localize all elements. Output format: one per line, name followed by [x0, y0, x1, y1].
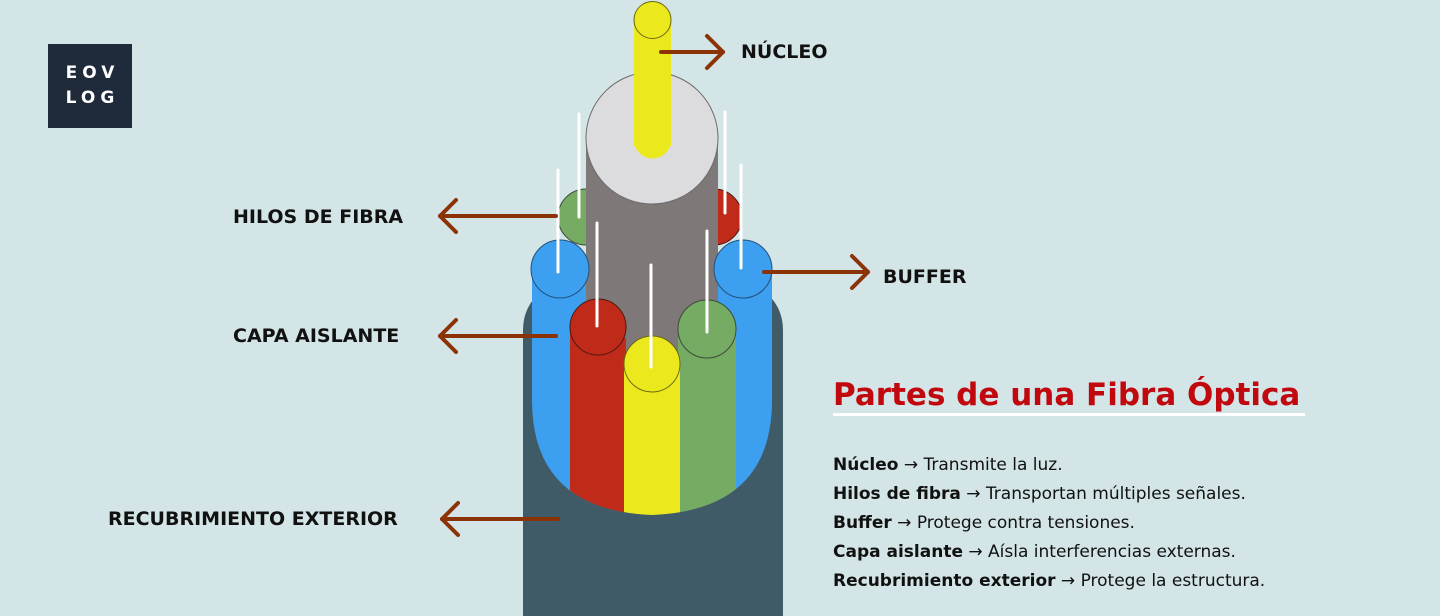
- legend-item: Buffer → Protege contra tensiones.: [833, 509, 1265, 538]
- label-buffer: BUFFER: [883, 266, 967, 288]
- red-strand-front: [570, 327, 626, 515]
- legend-item: Recubrimiento exterior → Protege la estr…: [833, 567, 1265, 596]
- legend-desc: Transmite la luz.: [923, 455, 1063, 475]
- blue-strand-left-top: [530, 239, 590, 299]
- legend-desc: Protege la estructura.: [1080, 571, 1266, 591]
- legend-term: Buffer: [833, 513, 892, 533]
- legend-list: Núcleo → Transmite la luz. Hilos de fibr…: [833, 451, 1265, 596]
- arrow-buffer: [762, 254, 870, 290]
- legend-desc: Transportan múltiples señales.: [985, 484, 1246, 504]
- legend-term: Núcleo: [833, 455, 899, 475]
- arrow-recubrimiento: [440, 501, 560, 537]
- legend-desc: Protege contra tensiones.: [916, 513, 1135, 533]
- legend-item: Hilos de fibra → Transportan múltiples s…: [833, 480, 1265, 509]
- arrow-glyph: →: [966, 484, 981, 504]
- arrow-nucleo: [659, 34, 725, 70]
- eovlog-logo: EOV LOG: [48, 44, 132, 128]
- legend-term: Capa aislante: [833, 542, 963, 562]
- label-recubrimiento-exterior: RECUBRIMIENTO EXTERIOR: [108, 508, 398, 530]
- logo-line-1: EOV: [65, 63, 120, 83]
- arrow-glyph: →: [903, 455, 919, 475]
- arrows: [438, 34, 870, 537]
- core-top: [633, 1, 672, 39]
- arrow-capa: [438, 318, 558, 354]
- green-strand-front: [678, 329, 736, 515]
- label-hilos-de-fibra: HILOS DE FIBRA: [233, 206, 404, 228]
- legend-term: Hilos de fibra: [833, 484, 961, 504]
- blue-strand-right-top: [713, 239, 773, 299]
- title-underline: [833, 413, 1305, 416]
- arrow-hilos: [438, 198, 558, 234]
- core-bottom: [634, 121, 671, 159]
- legend-term: Recubrimiento exterior: [833, 571, 1056, 591]
- arrow-glyph: →: [1060, 571, 1076, 591]
- legend-item: Capa aislante → Aísla interferencias ext…: [833, 538, 1265, 567]
- label-capa-aislante: CAPA AISLANTE: [233, 325, 400, 347]
- legend-item: Núcleo → Transmite la luz.: [833, 451, 1265, 480]
- logo-line-2: LOG: [65, 88, 120, 108]
- legend-title: Partes de una Fibra Óptica: [833, 377, 1301, 413]
- arrow-glyph: →: [897, 513, 912, 533]
- fiber-threads: [556, 110, 743, 369]
- label-nucleo: NÚCLEO: [741, 41, 828, 63]
- legend-desc: Aísla interferencias externas.: [988, 542, 1236, 562]
- arrow-glyph: →: [968, 542, 983, 562]
